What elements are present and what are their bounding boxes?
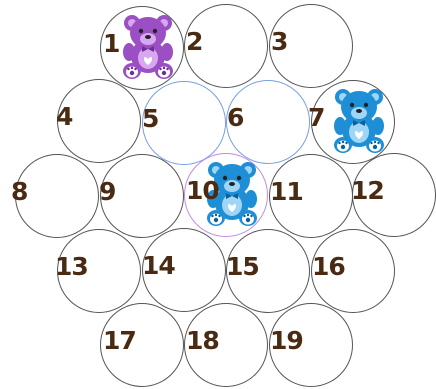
purple-teddy-bear-icon — [118, 12, 178, 84]
cell-number: 17 — [103, 328, 136, 353]
cell-number: 13 — [55, 254, 88, 279]
cell-number: 16 — [312, 254, 345, 279]
cell-number: 2 — [186, 29, 202, 54]
cell-number: 9 — [99, 179, 115, 204]
cell-number: 14 — [142, 253, 175, 278]
cell-number: 12 — [351, 178, 384, 203]
cell-number: 18 — [186, 328, 219, 353]
cell-number: 1 — [103, 31, 119, 56]
cell-number: 3 — [271, 29, 287, 54]
board-cell-8[interactable] — [15, 154, 99, 238]
cell-number: 4 — [56, 104, 72, 129]
blue-teddy-bear-icon — [329, 86, 389, 158]
cell-number: 10 — [186, 178, 219, 203]
cell-number: 15 — [226, 254, 259, 279]
cell-number: 7 — [308, 105, 324, 130]
cell-number: 19 — [270, 328, 303, 353]
cell-number: 5 — [142, 106, 158, 131]
cell-number: 11 — [270, 179, 303, 204]
cell-number: 8 — [11, 179, 27, 204]
cell-number: 6 — [227, 105, 243, 130]
